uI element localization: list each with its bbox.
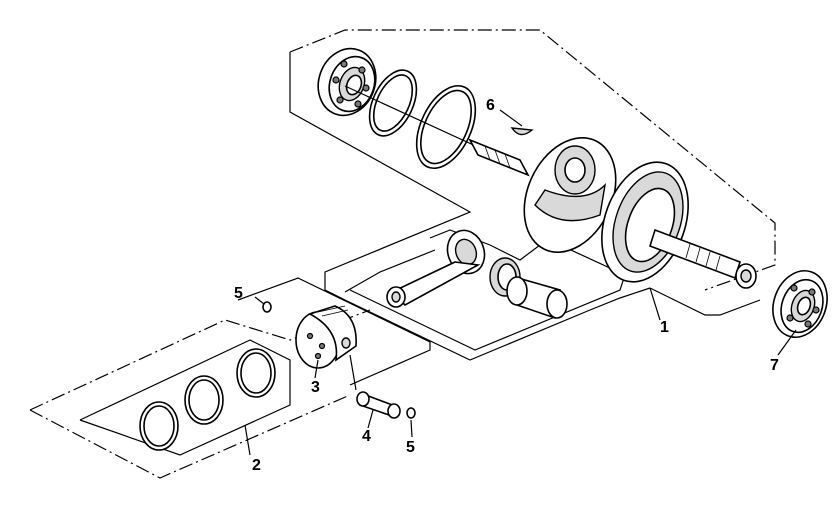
- bearing-bottom-right: [772, 270, 828, 338]
- crank-half-right: [601, 161, 757, 289]
- circlip-bottom: [406, 407, 416, 419]
- crankshaft-group-box: [289, 29, 776, 361]
- crank-half-left: [468, 136, 617, 254]
- callout-2: 2: [252, 457, 261, 474]
- connecting-rod: [386, 229, 486, 308]
- callout-3: 3: [311, 379, 320, 396]
- leader-5b: [410, 419, 413, 438]
- callout-5-top: 5: [234, 285, 243, 302]
- piston: [295, 305, 357, 369]
- leader-4: [367, 409, 374, 429]
- callout-4: 4: [362, 428, 371, 445]
- callout-6: 6: [486, 97, 495, 114]
- piston-ring-2: [184, 375, 224, 425]
- callout-5-bottom: 5: [406, 439, 415, 456]
- leader-7: [777, 329, 797, 356]
- bearing-top-left: [317, 47, 377, 117]
- circlip-top: [262, 301, 272, 313]
- woodruff-key: [499, 109, 534, 136]
- leader-1: [649, 287, 661, 321]
- leader-2: [244, 424, 251, 456]
- thrust-washer: [368, 69, 418, 137]
- crank-pin: [506, 276, 568, 320]
- callout-7: 7: [770, 357, 779, 374]
- leader-3: [314, 359, 319, 379]
- piston-ring-1: [236, 348, 276, 398]
- callout-1: 1: [660, 319, 669, 336]
- leader-5a: [254, 296, 265, 305]
- piston-group-box: [29, 277, 431, 479]
- seal-ring: [415, 84, 477, 170]
- piston-pin: [349, 354, 401, 419]
- piston-ring-3: [139, 401, 179, 451]
